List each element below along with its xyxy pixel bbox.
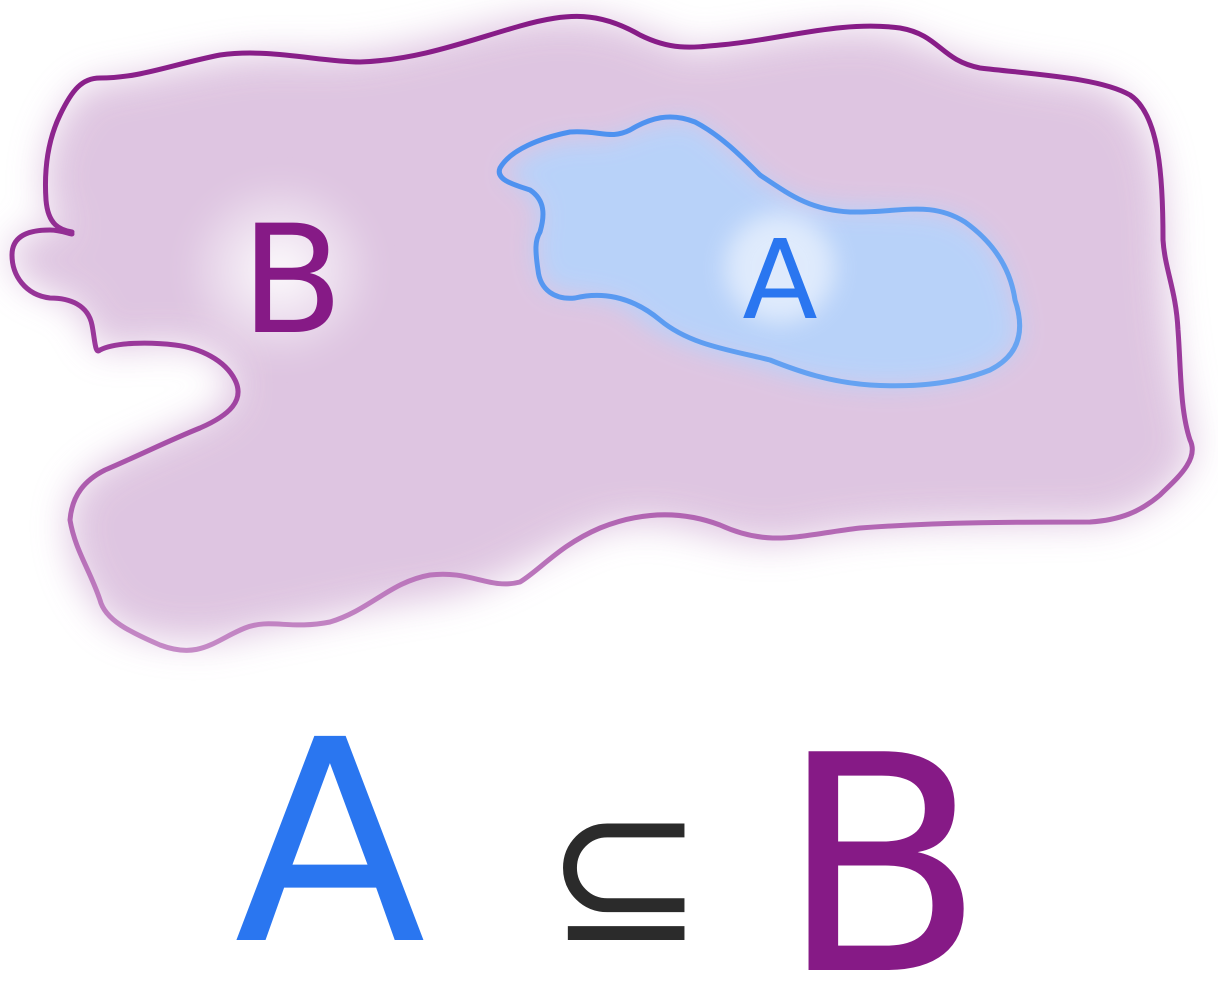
set-a-label-halo	[725, 213, 835, 323]
relation-subset-symbol: ⊆	[545, 764, 704, 985]
set-a-label: A	[742, 216, 817, 344]
relation-right-set: B	[779, 692, 985, 994]
subset-relation: A ⊆ B	[234, 681, 985, 994]
set-b-label-halo	[180, 175, 380, 365]
relation-left-set: A	[234, 681, 427, 994]
set-b-fill	[11, 16, 1193, 641]
set-a-region: A	[496, 114, 1023, 389]
set-b-label: B	[241, 194, 344, 368]
set-a-outline	[496, 114, 1023, 389]
set-b-region: B	[9, 13, 1195, 653]
set-b-outline	[9, 13, 1195, 653]
